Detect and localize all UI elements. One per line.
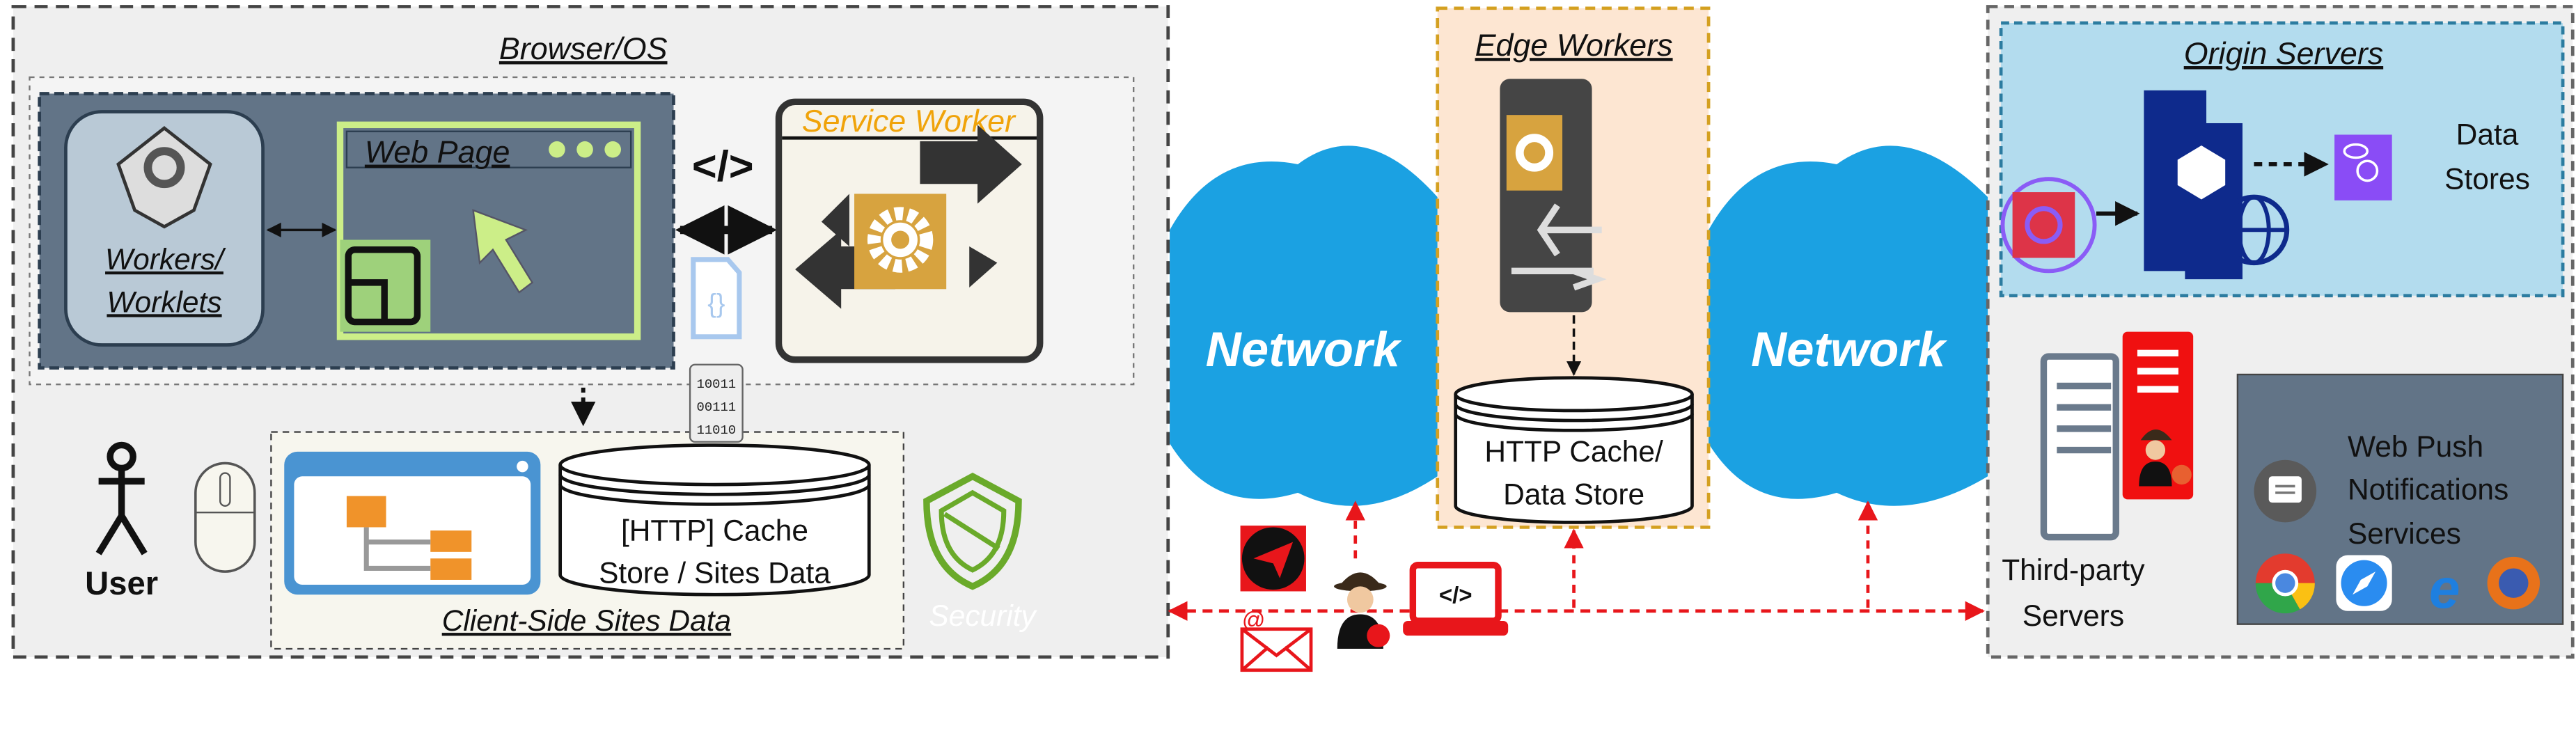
svg-text:11010: 11010: [697, 423, 737, 438]
worklets-label: Worklets: [107, 285, 221, 318]
cursor-arrow-icon: [472, 209, 534, 294]
chat-bubble-icon: [2254, 459, 2317, 523]
third-party-label-2: Servers: [2023, 599, 2124, 632]
third-party-server-icon: [2040, 331, 2194, 541]
svg-text:{}: {}: [707, 288, 725, 317]
browser-os-title: Browser/OS: [499, 31, 668, 66]
workers-label: Workers/: [105, 243, 226, 276]
push-label-3: Services: [2348, 517, 2461, 550]
svg-text:e: e: [2429, 557, 2460, 620]
json-file-icon: {}: [691, 257, 742, 340]
email-icon: @: [1240, 606, 1313, 672]
client-side-title: Client-Side Sites Data: [442, 604, 731, 637]
svg-text:00111: 00111: [697, 400, 737, 415]
shield-icon: [923, 472, 1022, 590]
browser-os-group: Browser/OS Workers/ Worklets Web Page </…: [11, 5, 1170, 659]
push-label-2: Notifications: [2348, 473, 2508, 505]
user-label: User: [85, 565, 158, 602]
network-label-right: Network: [1751, 322, 1948, 377]
mouse-icon: [194, 462, 256, 573]
api-gateway-icon: [2000, 177, 2097, 274]
internet-explorer-icon: e: [2429, 557, 2460, 620]
malicious-laptop-icon: </>: [1403, 562, 1509, 636]
telegram-icon: [1240, 526, 1306, 592]
attack-paths: [1168, 500, 1985, 621]
binary-data-icon: 10011 00111 11010: [689, 363, 744, 443]
user-stick-figure-icon: [95, 441, 148, 555]
svg-text:10011: 10011: [697, 377, 737, 392]
edge-server-icon: [1500, 79, 1607, 313]
svg-text:</>: </>: [1439, 582, 1472, 608]
chrome-icon: [2255, 553, 2315, 614]
edge-cache-label-2: Data Store: [1503, 478, 1644, 510]
client-side-data-box: [HTTP] Cache Store / Sites Data Client-S…: [270, 431, 905, 650]
data-store-search-icon: [2334, 134, 2392, 200]
workers-worklets-box: Workers/ Worklets: [64, 110, 265, 347]
push-label-1: Web Push: [2348, 430, 2483, 463]
third-party-label-1: Third-party: [2002, 553, 2145, 586]
edge-cache-label-1: HTTP Cache/: [1484, 435, 1663, 468]
gear-key-icon: [116, 126, 212, 229]
cache-label-2: Store / Sites Data: [599, 557, 831, 590]
data-stores-label-2: Stores: [2444, 162, 2530, 195]
cache-cylinder: [HTTP] Cache Store / Sites Data: [558, 443, 871, 597]
edge-workers-box: Edge Workers HTTP Cache/ Data Store: [1436, 6, 1711, 529]
web-push-services-box: Web Push Notifications Services e: [2236, 373, 2564, 625]
servers-group: Origin Servers Data Stor: [1986, 5, 2575, 659]
safari-icon: [2336, 555, 2392, 611]
network-cloud-left: Network: [1170, 145, 1438, 506]
origin-servers-title: Origin Servers: [2184, 36, 2383, 71]
network-cloud-right: Network: [1709, 145, 1988, 506]
web-page-window: Web Page: [336, 121, 641, 340]
web-server-icon: [2144, 90, 2290, 280]
hacker-icon: [1334, 572, 1390, 649]
edge-cache-cylinder: HTTP Cache/ Data Store: [1454, 376, 1694, 524]
edge-workers-title: Edge Workers: [1475, 27, 1673, 63]
code-tag-icon: </>: [692, 143, 754, 191]
cache-label-1: [HTTP] Cache: [621, 514, 808, 546]
service-worker-box: Service Worker: [775, 98, 1044, 363]
security-label: Security: [929, 599, 1037, 632]
data-stores-label-1: Data: [2456, 118, 2519, 151]
network-label-left: Network: [1206, 322, 1403, 377]
origin-servers-box: Origin Servers Data Stor: [1999, 21, 2565, 298]
web-page-title: Web Page: [365, 134, 510, 170]
firefox-icon: [2487, 556, 2540, 610]
